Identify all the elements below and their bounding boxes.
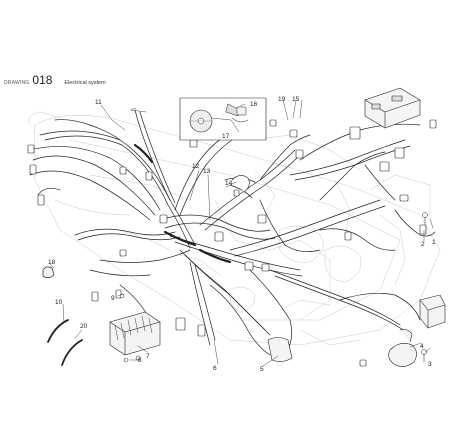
drawing-label: DRAWING [4,80,30,86]
callout-8: 8 [138,357,142,364]
callout-5: 5 [260,366,264,373]
callout-20: 20 [80,323,88,330]
frame-outline [28,111,441,346]
loose-parts-left [42,266,83,366]
callout-16: 16 [250,101,258,108]
callout-2: 2 [421,241,425,248]
relay-box [419,294,446,329]
leader-lines [49,99,434,367]
callout-18: 18 [48,259,56,266]
callout-17: 17 [222,133,230,140]
callout-7: 7 [146,353,150,360]
sensor-bottom-right [388,329,417,367]
drawing-header: DRAWING 018 Electrical system [4,73,106,87]
fasteners [119,212,428,363]
drawing-number: 018 [32,73,53,87]
component-14 [231,175,250,197]
main-wiring-harness [29,109,436,356]
callout-11: 11 [95,99,102,106]
callout-15: 15 [292,96,300,103]
callout-1: 1 [432,239,436,246]
callout-3: 3 [428,361,432,368]
connectors [27,119,437,367]
component-5 [267,337,293,362]
callout-10: 10 [55,299,63,306]
callout-6: 6 [213,365,217,372]
callout-13: 13 [203,168,211,175]
callout-9: 9 [111,295,115,302]
ecu-module [364,87,421,129]
callout-19: 19 [278,96,286,103]
harness-sleeves [133,143,232,264]
callout-labels: 1 2 3 4 5 6 7 8 9 10 11 12 13 14 15 16 1… [48,96,436,373]
callout-12: 12 [192,163,200,170]
callout-4: 4 [420,343,424,350]
callout-14: 14 [225,180,233,187]
section-title: Electrical system [64,80,106,86]
voltage-regulator [109,311,161,356]
